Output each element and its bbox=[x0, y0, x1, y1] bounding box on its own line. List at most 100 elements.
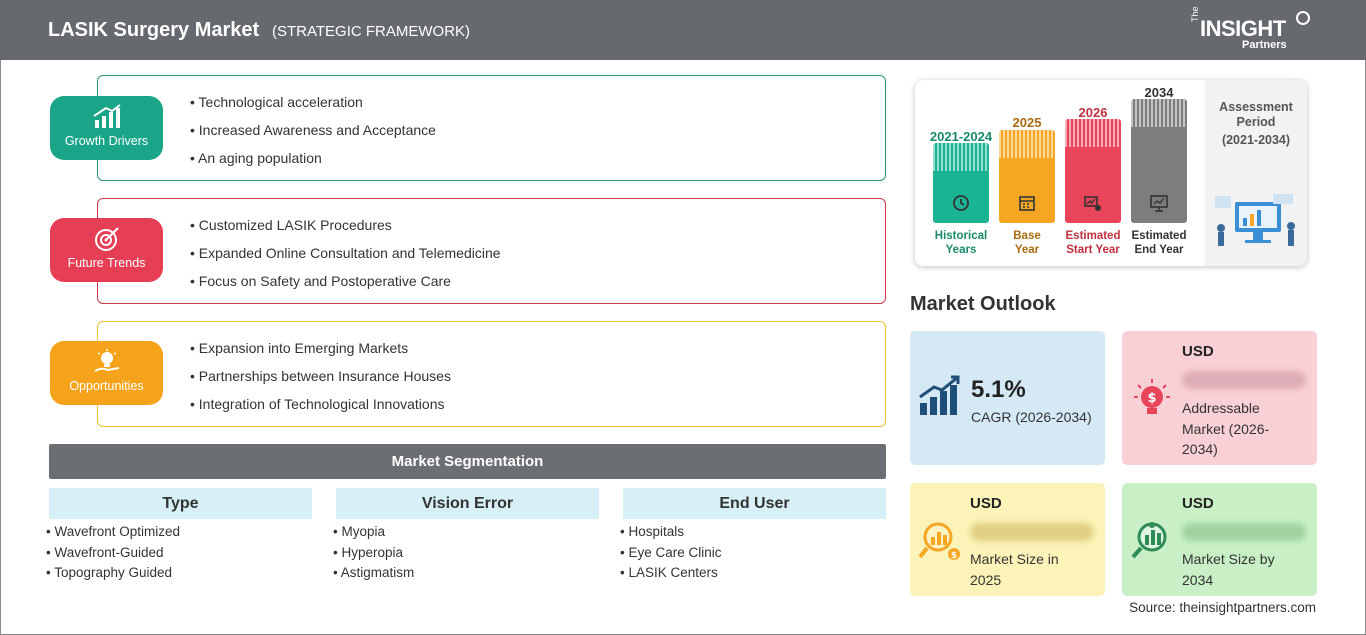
source-note: Source: theinsightpartners.com bbox=[1129, 600, 1316, 615]
pillar-list: Customized LASIK Procedures Expanded Onl… bbox=[190, 217, 501, 301]
page-subtitle: (STRATEGIC FRAMEWORK) bbox=[272, 23, 471, 40]
growth-bars-icon bbox=[919, 375, 960, 415]
cagr-value: 5.1% bbox=[971, 376, 1026, 403]
bar-stripes bbox=[999, 130, 1055, 158]
assessment-period: (2021-2034) bbox=[1221, 133, 1291, 147]
list-item: Hospitals bbox=[620, 524, 722, 545]
badge-future-trends: Future Trends bbox=[50, 218, 163, 282]
header-bar: LASIK Surgery Market (STRATEGIC FRAMEWOR… bbox=[0, 0, 1366, 60]
segmentation-title: Market Segmentation bbox=[49, 444, 886, 479]
calendar-icon bbox=[1019, 196, 1035, 211]
list-item: Expanded Online Consultation and Telemed… bbox=[190, 245, 501, 273]
timeline-bar bbox=[999, 130, 1055, 223]
logo-ring-icon bbox=[1296, 11, 1310, 25]
segment-heading-vision-error: Vision Error bbox=[336, 488, 599, 519]
pillar-future-trends: Customized LASIK Procedures Expanded Onl… bbox=[97, 198, 886, 304]
market-size-2034-card: USD Market Size by 2034 bbox=[1122, 483, 1317, 596]
badge-label: Growth Drivers bbox=[64, 134, 149, 148]
timeline-year: 2026 bbox=[1078, 105, 1108, 120]
page-title: LASIK Surgery Market bbox=[48, 19, 260, 41]
segment-list-vision-error: Myopia Hyperopia Astigmatism bbox=[333, 524, 415, 586]
list-item: Customized LASIK Procedures bbox=[190, 217, 501, 245]
blurred-value bbox=[1182, 371, 1306, 389]
segment-list-type: Wavefront Optimized Wavefront-Guided Top… bbox=[46, 524, 180, 586]
target-icon bbox=[94, 227, 119, 251]
svg-text:$: $ bbox=[951, 551, 957, 561]
timeline-year: 2025 bbox=[1012, 115, 1042, 130]
bar-stripes bbox=[933, 143, 989, 171]
list-item: Astigmatism bbox=[333, 565, 415, 586]
desc-line: Market (2026- bbox=[1182, 420, 1270, 437]
timeline-year: 2034 bbox=[1144, 85, 1174, 100]
segment-heading-end-user: End User bbox=[623, 488, 886, 519]
desc-line: 2025 bbox=[970, 571, 1002, 588]
usd-label: USD bbox=[1182, 343, 1214, 360]
badge-label: Opportunities bbox=[69, 379, 144, 393]
list-item: LASIK Centers bbox=[620, 565, 722, 586]
badge-opportunities: Opportunities bbox=[50, 341, 163, 405]
timeline-label-line: Year bbox=[1014, 244, 1040, 256]
list-item: Expansion into Emerging Markets bbox=[190, 340, 451, 368]
list-item: Eye Care Clinic bbox=[620, 545, 721, 566]
desc-line: 2034) bbox=[1182, 441, 1218, 457]
timeline-label-line: Years bbox=[945, 244, 977, 256]
desc-line: Market Size in bbox=[970, 551, 1059, 567]
blurred-value bbox=[970, 523, 1094, 541]
brand-logo: The INSIGHT Partners bbox=[1190, 6, 1310, 54]
timeline-label-line: Start Year bbox=[1066, 244, 1120, 256]
market-size-2025-card: $ USD Market Size in 2025 bbox=[910, 483, 1105, 596]
timeline-label-line: Estimated bbox=[1131, 230, 1187, 242]
addressable-market-card: $ USD Addressable Market (2026- 2034) bbox=[1122, 331, 1317, 465]
usd-label: USD bbox=[1182, 495, 1214, 512]
history-icon bbox=[953, 195, 969, 211]
svg-text:$: $ bbox=[1147, 391, 1156, 406]
market-outlook-title: Market Outlook bbox=[910, 293, 1056, 315]
badge-label: Future Trends bbox=[67, 256, 146, 270]
logo-partners: Partners bbox=[1242, 39, 1287, 51]
pillar-opportunities: Expansion into Emerging Markets Partners… bbox=[97, 321, 886, 427]
timeline-bar bbox=[933, 143, 989, 223]
list-item: Technological acceleration bbox=[190, 94, 436, 122]
list-item: Wavefront-Guided bbox=[46, 545, 180, 566]
cagr-card: 5.1% CAGR (2026-2034) bbox=[910, 331, 1105, 465]
lightbulb-hand-icon bbox=[94, 349, 119, 372]
assessment-panel: Assessment Period (2021-2034) bbox=[1205, 80, 1307, 266]
timeline-year: 2021-2024 bbox=[929, 129, 993, 144]
market-size-2025-desc: Market Size in 2025 bbox=[970, 549, 1059, 590]
cagr-label: CAGR (2026-2034) bbox=[971, 409, 1092, 425]
magnifier-chart-icon: $ bbox=[918, 522, 960, 561]
timeline-label-line: Base bbox=[1013, 230, 1041, 242]
timeline-bar bbox=[1065, 119, 1121, 223]
timeline-label-line: End Year bbox=[1134, 244, 1184, 256]
pillar-list: Technological acceleration Increased Awa… bbox=[190, 94, 436, 178]
blurred-value bbox=[1182, 523, 1306, 541]
bar-stripes bbox=[1065, 119, 1121, 147]
timeline-label-line: Historical bbox=[934, 230, 988, 242]
assessment-title: Assessment Period bbox=[1219, 100, 1293, 129]
list-item: An aging population bbox=[190, 150, 436, 178]
list-item: Focus on Safety and Postoperative Care bbox=[190, 273, 501, 301]
growth-chart-icon bbox=[92, 104, 121, 128]
bulb-dollar-icon: $ bbox=[1134, 379, 1170, 414]
analytics-illustration-icon bbox=[1215, 194, 1295, 246]
segment-heading-type: Type bbox=[49, 488, 312, 519]
pillar-growth-drivers: Technological acceleration Increased Awa… bbox=[97, 75, 886, 181]
list-item: Integration of Technological Innovations bbox=[190, 396, 451, 424]
segment-list-end-user: Hospitals Eye Care Clinic LASIK Centers bbox=[620, 524, 722, 586]
list-item: Increased Awareness and Acceptance bbox=[190, 122, 436, 150]
desc-line: Market Size by bbox=[1182, 551, 1275, 567]
logo-the: The bbox=[1190, 6, 1200, 22]
list-item: Partnerships between Insurance Houses bbox=[190, 368, 451, 396]
logo-insight: INSIGHT bbox=[1200, 16, 1286, 41]
desc-line: Addressable bbox=[1182, 400, 1260, 416]
addressable-market-desc: Addressable Market (2026- 2034) bbox=[1182, 398, 1269, 460]
timeline-label-line: Estimated bbox=[1065, 230, 1121, 242]
magnifier-bars-icon bbox=[1131, 522, 1167, 559]
timeline-bar bbox=[1131, 99, 1187, 223]
desc-line: 2034 bbox=[1182, 571, 1214, 588]
bar-stripes bbox=[1131, 99, 1187, 127]
list-item: Myopia bbox=[333, 524, 414, 545]
